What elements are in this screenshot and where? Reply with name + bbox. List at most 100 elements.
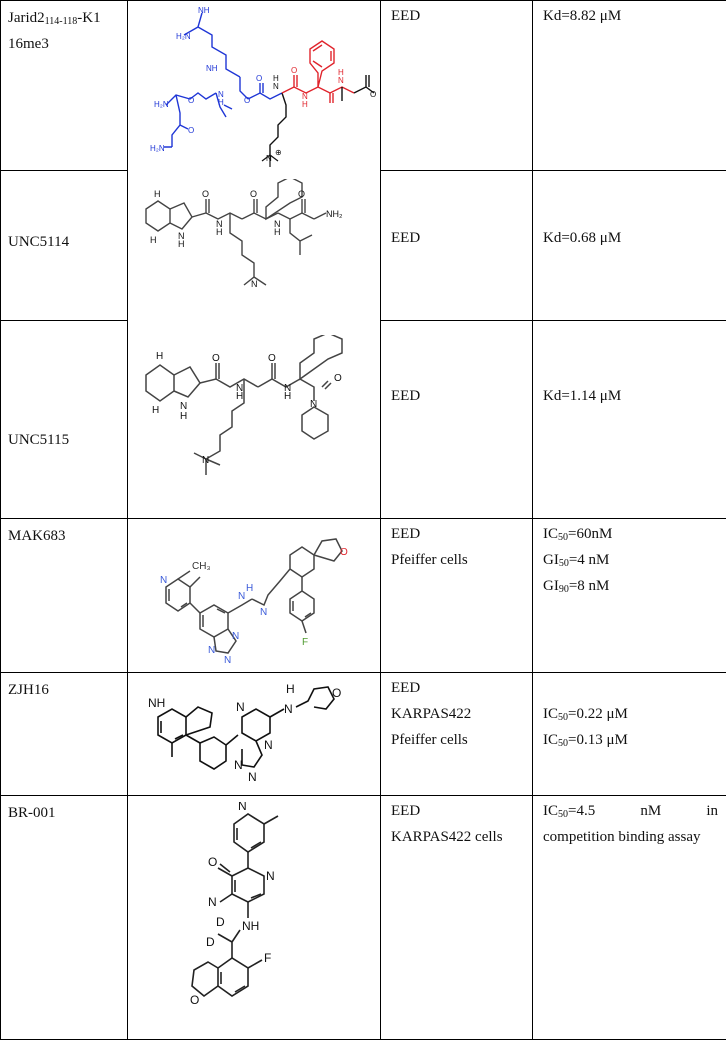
atom-label: N (284, 702, 293, 716)
atom-label: O (370, 90, 376, 99)
atom-label: N (234, 758, 243, 772)
atom-label: D (206, 935, 215, 949)
value-prefix: GI (543, 578, 559, 594)
value-line: IC50=4.5 nM in (543, 798, 718, 824)
atom-label: H (156, 351, 163, 362)
atom-label: O (340, 547, 348, 558)
atom-label: N (238, 591, 245, 602)
target-text: KARPAS422 cells (391, 829, 503, 845)
structure-cell: N N H N N N N CH₃ O F (127, 518, 381, 673)
atom-label: H (284, 391, 291, 402)
atom-label: H₂N (176, 32, 191, 41)
atom-label: N (238, 802, 247, 813)
compound-name-cell: Jarid2114-118-K1 16me3 (0, 0, 128, 171)
table-row: BR-001 (0, 795, 726, 1040)
compound-name: MAK683 (8, 528, 66, 544)
value-subscript: 50 (558, 809, 568, 820)
atom-label: H (338, 68, 344, 77)
atom-label: N (178, 231, 185, 241)
structure-cell: N O N N NH D D F O (127, 795, 381, 1040)
atom-label: N (273, 82, 279, 91)
atom-label: N (232, 631, 239, 642)
atom-label: H (218, 98, 224, 107)
target-text: EED (391, 8, 421, 24)
compound-name-cell: MAK683 (0, 518, 128, 673)
atom-label: NH₂ (326, 209, 343, 219)
value-prefix: IC (543, 803, 558, 819)
value-suffix: =0.13 μM (568, 732, 628, 748)
value-prefix: IC (543, 706, 558, 722)
atom-label: H (302, 100, 308, 109)
value-text: Kd=0.68 μM (543, 230, 622, 246)
target-text: EED (391, 388, 421, 404)
atom-label: N (266, 154, 272, 163)
atom-label: N (251, 279, 258, 289)
value-line: IC50=0.13 μM (543, 727, 718, 753)
target-cell: EED (380, 0, 533, 171)
br001-structure-image: N O N N NH D D F O (190, 802, 279, 1007)
table-row: ZJH16 NH H N O (0, 672, 726, 796)
value-suffix: =60nM (568, 526, 613, 542)
value-subscript: 50 (558, 738, 568, 749)
value-cell: IC50=0.22 μM IC50=0.13 μM (532, 672, 726, 796)
atom-label: F (302, 637, 308, 648)
atom-label: H (178, 239, 185, 249)
value-text: Kd=1.14 μM (543, 388, 622, 404)
value-text: Kd=8.82 μM (543, 8, 622, 24)
atom-label: N (180, 401, 187, 412)
compound-name: UNC5115 (8, 432, 70, 448)
target-cell: EED KARPAS422 cells (380, 795, 533, 1040)
atom-label: N (274, 219, 281, 229)
value-suffix: =4 nM (568, 552, 610, 568)
atom-label: N (310, 399, 317, 410)
atom-label: N (208, 895, 217, 909)
value-subscript: 50 (558, 532, 568, 543)
compound-name-cell: ZJH16 (0, 672, 128, 796)
atom-label: O (244, 96, 250, 105)
value-cell: Kd=8.82 μM (532, 0, 726, 171)
target-text: EED (391, 230, 421, 246)
atom-label: O (334, 373, 342, 384)
atom-label: N (202, 455, 209, 466)
value-suffix: =8 nM (568, 578, 610, 594)
compound-name-cell: UNC5115 (0, 320, 128, 519)
atom-label: H (152, 405, 159, 416)
compound-name: UNC5114 (8, 234, 70, 250)
compound-name-cell: UNC5114 (0, 170, 128, 321)
atom-label: O (208, 855, 217, 869)
structure-cell: H₂N NH NH H₂N H₂N O N H O O O N H N ⊕ (127, 0, 381, 519)
atom-label: O (298, 189, 305, 199)
mak683-structure-image: N N H N N N N CH₃ O F (160, 538, 348, 665)
value-suffix: =4.5 nM in (568, 803, 718, 819)
atom-label: H₂N (154, 100, 169, 109)
atom-label: O (291, 66, 297, 75)
atom-label: NH (242, 919, 259, 933)
value-cell: IC50=60nM GI50=4 nM GI90=8 nM (532, 518, 726, 673)
atom-label: N (284, 383, 291, 394)
atom-label: H₂N (150, 144, 165, 153)
atom-label: N (266, 869, 275, 883)
value-cell: IC50=4.5 nM in competition binding assay (532, 795, 726, 1040)
target-text: EED (391, 680, 421, 696)
atom-label: O (256, 74, 262, 83)
atom-label: N (236, 383, 243, 394)
atom-label: N (218, 90, 224, 99)
table-row: Jarid2114-118-K1 16me3 (0, 0, 726, 519)
value-prefix: GI (543, 552, 559, 568)
atom-label: O (202, 189, 209, 199)
atom-label: O (332, 686, 341, 700)
atom-label: H (216, 227, 223, 237)
target-text: Pfeiffer cells (391, 732, 468, 748)
value-line: IC50=60nM (543, 521, 718, 547)
atom-label: CH₃ (192, 561, 211, 572)
atom-label: N (338, 76, 344, 85)
table-row: MAK683 N (0, 518, 726, 673)
value-line: competition binding assay (543, 829, 701, 845)
atom-label: O (212, 353, 220, 364)
atom-label: N (236, 700, 245, 714)
atom-label: N (260, 607, 267, 618)
atom-label: H (273, 74, 279, 83)
atom-label: H (246, 583, 253, 594)
atom-label: NH (206, 64, 218, 73)
